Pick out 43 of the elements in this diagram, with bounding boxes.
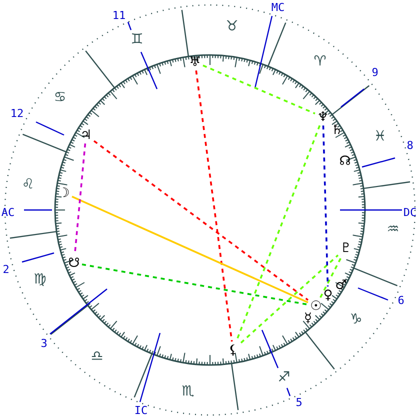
house-label: 6 xyxy=(398,295,404,307)
planet-glyph: ☋ xyxy=(67,256,81,270)
aspect-line xyxy=(240,254,339,344)
zodiac-sign: ♍ xyxy=(34,272,46,288)
house-label: 9 xyxy=(372,67,378,79)
zodiac-sign: ♑ xyxy=(350,312,362,328)
planet-glyph: ☊ xyxy=(338,154,352,168)
planet-glyph: ☽ xyxy=(57,186,71,200)
house-label: AC xyxy=(1,207,15,219)
planet-glyph: ♅ xyxy=(188,54,202,70)
planet-glyph: ♃ xyxy=(79,128,93,142)
aspect-line xyxy=(72,196,308,304)
planet-glyph: ♆ xyxy=(316,110,330,124)
planet-glyph: ⚸ xyxy=(226,342,240,358)
aspect-line xyxy=(82,264,308,306)
planet-glyph: ♄ xyxy=(330,122,344,138)
zodiac-sign: ♓ xyxy=(374,130,386,144)
aspect-line xyxy=(93,140,309,301)
house-label: 11 xyxy=(112,10,126,22)
zodiac-sign: ♏ xyxy=(182,384,194,400)
planet-glyph: ☿ xyxy=(301,310,315,326)
zodiac-sign: ♌ xyxy=(22,178,34,192)
zodiac-sign: ♐ xyxy=(278,370,290,386)
house-label: MC xyxy=(271,2,285,14)
house-label: DC xyxy=(403,207,417,219)
aspect-line xyxy=(195,70,233,342)
house-label: 3 xyxy=(40,338,48,350)
planet-glyph: ♀ xyxy=(321,288,335,302)
aspect-line xyxy=(202,64,316,114)
zodiac-sign: ♎ xyxy=(90,350,104,364)
zodiac-sign: ♊ xyxy=(130,32,144,48)
aspect-line xyxy=(322,125,329,287)
planet-glyph: ♇ xyxy=(339,240,353,256)
house-label: 12 xyxy=(10,108,24,120)
zodiac-sign: ♈ xyxy=(314,54,326,70)
zodiac-sign: ♒ xyxy=(386,222,400,238)
planet-glyph: ☉ xyxy=(309,298,323,314)
house-label: 8 xyxy=(406,140,414,152)
house-label: IC xyxy=(134,405,148,417)
zodiac-sign: ♋ xyxy=(54,90,66,106)
house-label: 2 xyxy=(2,264,10,276)
house-label: 5 xyxy=(296,397,302,409)
zodiac-sign: ♉ xyxy=(226,20,238,34)
